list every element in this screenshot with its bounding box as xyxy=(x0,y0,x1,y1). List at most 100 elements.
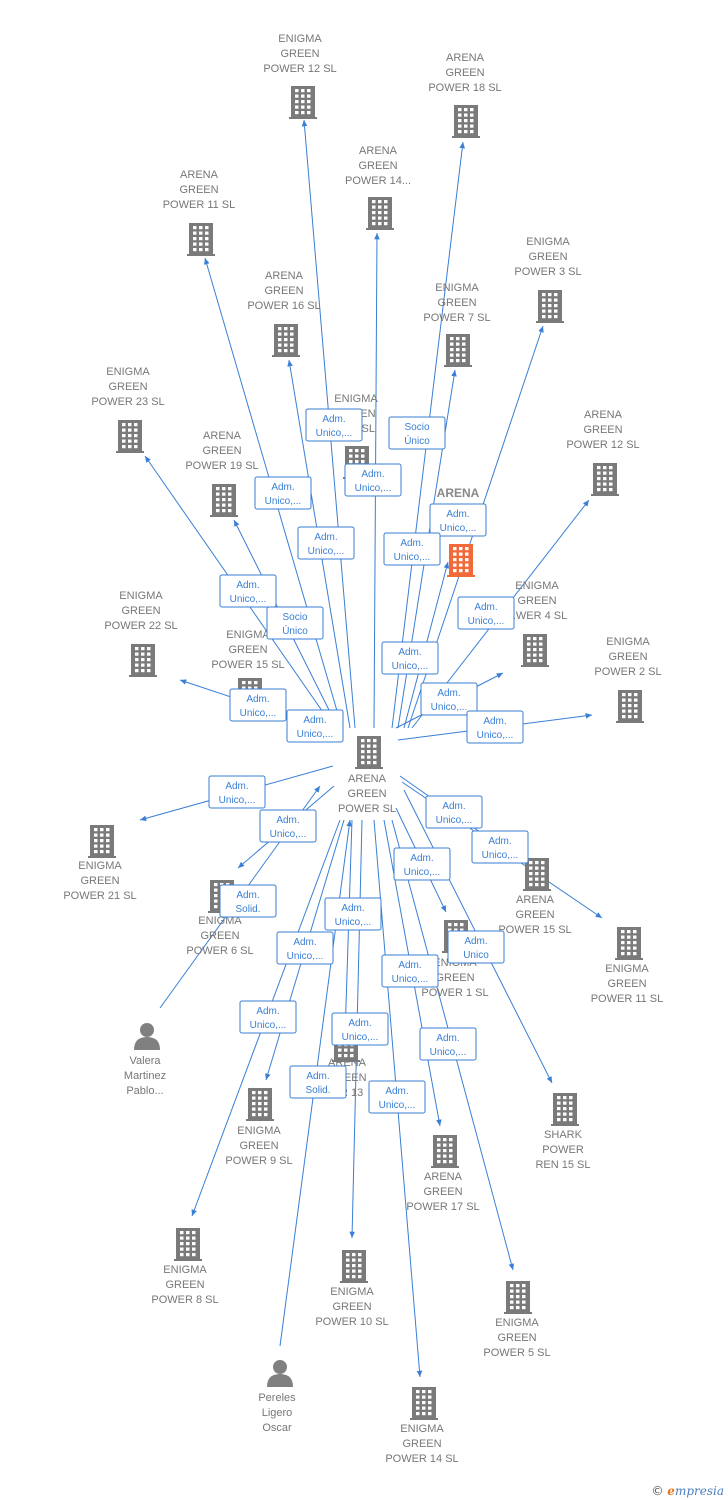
building-icon[interactable] xyxy=(88,825,116,858)
node-label-ap19-line: POWER 19 SL xyxy=(185,460,258,472)
building-icon[interactable] xyxy=(523,858,551,891)
role-box-ep4[interactable]: Adm.Unico,... xyxy=(420,682,478,716)
role-box-ep6[interactable]: Adm.Unico,... xyxy=(259,809,317,843)
building-icon[interactable] xyxy=(452,105,480,138)
role-text: Unico,... xyxy=(394,552,431,563)
node-label-valera-line: Pablo... xyxy=(126,1085,163,1097)
node-label-ep8-line: ENIGMA xyxy=(163,1264,207,1276)
node-label-ep3-line: GREEN xyxy=(528,251,567,263)
building-icon[interactable] xyxy=(272,324,300,357)
role-box-shark[interactable]: Adm.Unico xyxy=(447,930,505,964)
building-icon[interactable] xyxy=(551,1093,579,1126)
building-icon[interactable] xyxy=(504,1281,532,1314)
role-box-ep7[interactable]: Adm.Unico,... xyxy=(383,532,441,566)
role-box-ep12[interactable]: Adm.Unico,... xyxy=(305,408,363,442)
center-label-line: ARENA xyxy=(348,773,387,785)
building-icon[interactable] xyxy=(174,1228,202,1261)
person-icon[interactable] xyxy=(134,1023,160,1050)
node-label-ap11-line: ARENA xyxy=(180,169,219,181)
role-box-ep14[interactable]: Adm.Unico,... xyxy=(368,1080,426,1114)
building-icon[interactable] xyxy=(340,1250,368,1283)
role-box-ap17[interactable]: Adm.Unico,... xyxy=(381,954,439,988)
role-text: Adm. xyxy=(361,469,384,480)
role-text: Unico,... xyxy=(342,1032,379,1043)
node-label-ep15-line: POWER 15 SL xyxy=(211,659,284,671)
role-box-ahl[interactable]: Adm.Unico,... xyxy=(381,641,439,675)
center-label-line: POWER SL xyxy=(338,803,396,815)
building-icon[interactable] xyxy=(187,223,215,256)
node-label-ep11-line: POWER 11 SL xyxy=(591,993,664,1005)
node-label-ep2-line: POWER 2 SL xyxy=(594,666,661,678)
role-text: Adm. xyxy=(442,801,465,812)
role-text: Unico,... xyxy=(355,483,392,494)
role-box-ep9[interactable]: Adm.Unico,... xyxy=(276,931,334,965)
role-text: Unico,... xyxy=(297,729,334,740)
node-label-ep6-line: GREEN xyxy=(200,930,239,942)
role-box-ep11[interactable]: Adm.Unico,... xyxy=(471,830,529,864)
role-box-ep21[interactable]: Adm.Unico,... xyxy=(208,775,266,809)
building-icon[interactable] xyxy=(521,634,549,667)
person-icon[interactable] xyxy=(267,1360,293,1387)
role-box-ep23[interactable]: Adm.Unico,... xyxy=(219,574,277,608)
building-icon[interactable] xyxy=(444,334,472,367)
role-box-ep2[interactable]: Adm.Unico,... xyxy=(466,710,524,744)
role-box-ep8[interactable]: Adm.Unico,... xyxy=(239,1000,297,1034)
building-icon[interactable] xyxy=(129,644,157,677)
building-icon[interactable] xyxy=(616,690,644,723)
role-box-ap15[interactable]: Adm.Unico,... xyxy=(425,795,483,829)
building-icon[interactable] xyxy=(410,1387,438,1420)
role-box-ep10[interactable]: Adm.Unico,... xyxy=(331,1012,389,1046)
role-text: Unico,... xyxy=(316,428,353,439)
role-text: Unico,... xyxy=(335,917,372,928)
role-text: Unico,... xyxy=(431,702,468,713)
role-box-ap16[interactable]: Adm.Unico,... xyxy=(297,526,355,560)
node-label-ep21-line: POWER 21 SL xyxy=(63,890,136,902)
node-label-ap14-line: POWER 14... xyxy=(345,175,411,187)
role-box-ep3[interactable]: Adm.Unico,... xyxy=(429,503,487,537)
building-icon[interactable] xyxy=(536,290,564,323)
role-box-ap13[interactable]: Adm.Unico,... xyxy=(324,897,382,931)
role-box-ap14[interactable]: Adm. Unico,... xyxy=(344,463,402,497)
role-text: Unico,... xyxy=(308,546,345,557)
node-label-ap16-line: ARENA xyxy=(265,270,304,282)
node-label-ep14-line: GREEN xyxy=(402,1438,441,1450)
role-box-ep5[interactable]: Adm.Unico,... xyxy=(419,1027,477,1061)
center-building-icon[interactable] xyxy=(355,736,383,769)
role-text: Solid. xyxy=(235,904,260,915)
building-icon[interactable] xyxy=(289,86,317,119)
building-icon[interactable] xyxy=(431,1135,459,1168)
building-icon[interactable] xyxy=(246,1088,274,1121)
role-box-valera[interactable]: Adm.Solid. xyxy=(219,884,277,918)
role-box-pereles[interactable]: Adm.Solid. xyxy=(289,1065,347,1099)
building-icon[interactable] xyxy=(366,197,394,230)
building-icon[interactable] xyxy=(615,927,643,960)
role-text: Adm. xyxy=(436,1033,459,1044)
node-label-ep2-line: GREEN xyxy=(608,651,647,663)
node-label-ep9-line: GREEN xyxy=(239,1140,278,1152)
role-box-ap12[interactable]: Adm.Unico,... xyxy=(457,596,515,630)
role-box-ap11[interactable]: Adm.Unico,... xyxy=(254,476,312,510)
role-box-ep15[interactable]: Adm.Unico,... xyxy=(286,709,344,743)
building-icon[interactable] xyxy=(210,484,238,517)
empresia-logo[interactable]: © empresia xyxy=(651,1484,724,1498)
building-icon[interactable] xyxy=(591,463,619,496)
role-box-ep22[interactable]: Adm.Unico,... xyxy=(229,688,287,722)
node-label-ep11-line: GREEN xyxy=(607,978,646,990)
building-icon[interactable] xyxy=(447,544,475,577)
role-box-ep1[interactable]: Adm.Unico,... xyxy=(393,847,451,881)
node-label-ap17-line: ARENA xyxy=(424,1171,463,1183)
building-icon[interactable] xyxy=(116,420,144,453)
